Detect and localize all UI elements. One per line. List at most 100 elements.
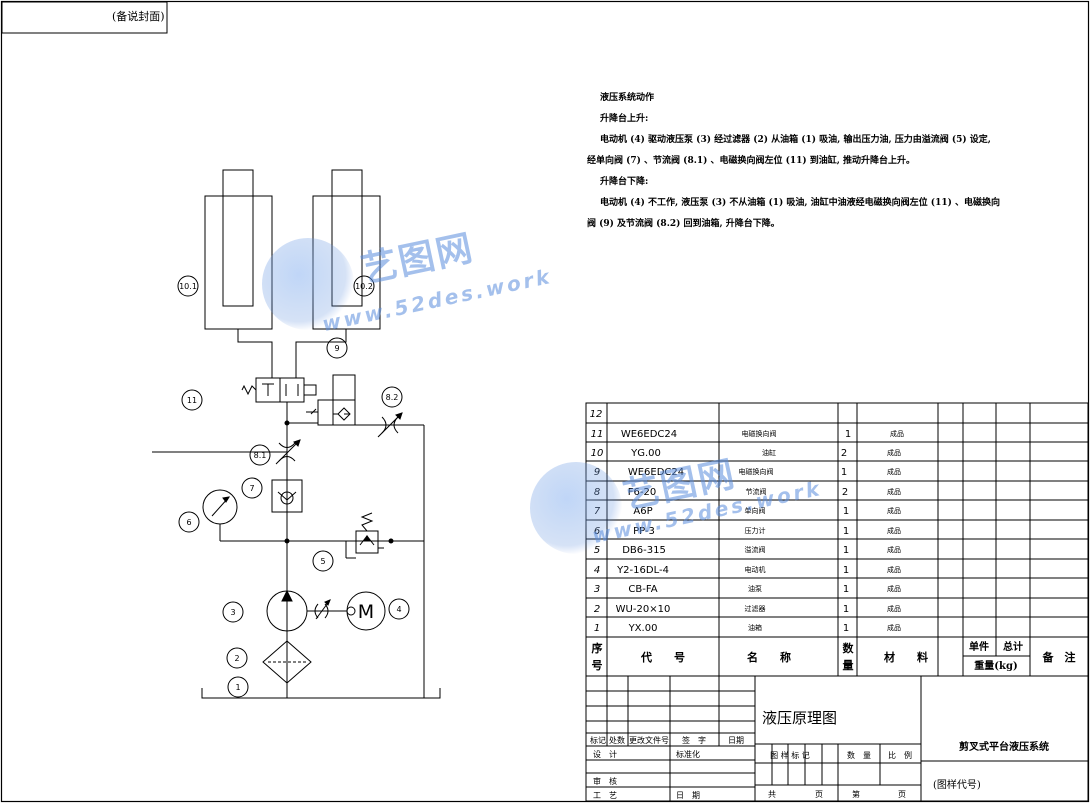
bom-code: WE6EDC24 — [621, 429, 677, 440]
bom-no: 9 — [594, 467, 600, 478]
bom-name: 压力计 — [745, 526, 766, 535]
rev-signature: 签 字 — [682, 735, 706, 745]
process-label: 工 艺 — [593, 791, 617, 800]
callout-10-2: 10.2 — [355, 282, 373, 291]
bom-material: 成品 — [887, 545, 901, 554]
bom-no: 7 — [594, 506, 601, 517]
design-label: 设 计 — [593, 749, 617, 759]
bom-material: 成品 — [887, 506, 901, 515]
bom-header-qty-a: 数 — [843, 641, 855, 655]
callout-5: 5 — [320, 557, 325, 566]
bom-header-total: 总计 — [1003, 640, 1023, 653]
bom-material: 成品 — [887, 467, 901, 476]
bom-name: 过滤器 — [745, 604, 766, 613]
filter-2 — [262, 640, 312, 684]
check-valve-7 — [271, 479, 303, 513]
tank-1 — [201, 688, 441, 699]
callout-8-2: 8.2 — [386, 393, 399, 402]
bom-name: 电动机 — [745, 565, 766, 574]
bom-header-material: 材 料 — [884, 650, 928, 664]
bom-material: 成品 — [887, 584, 901, 593]
rev-mark: 标记 — [590, 735, 606, 745]
throttle-8-1 — [275, 439, 301, 465]
rev-count: 处数 — [609, 735, 625, 745]
bom-header-weight: 重量(kg) — [974, 659, 1017, 672]
bom-row: 7 A6P 单向阀 1 成品 — [594, 506, 901, 517]
total-sheets-label: 共 — [768, 790, 776, 799]
rev-doc: 更改文件号 — [629, 735, 669, 745]
stage-mark-label: 图 样 标 记 — [770, 750, 810, 760]
sheet2-label: 页 — [898, 790, 906, 799]
bom-qty: 1 — [845, 429, 851, 440]
bom-row: 6 PP-3 压力计 1 成品 — [594, 526, 901, 537]
bom-grid — [585, 402, 1089, 677]
bom-material: 成品 — [887, 526, 901, 535]
bom-code: Y2-16DL-4 — [616, 565, 669, 576]
callout-1: 1 — [235, 683, 240, 692]
drawing-code: (图样代号) — [933, 778, 981, 791]
bom-no: 6 — [594, 526, 600, 537]
product-name: 剪叉式平台液压系统 — [959, 740, 1049, 753]
bom-code: YG.00 — [630, 448, 661, 459]
bom-material: 成品 — [887, 565, 901, 574]
valve-9 — [306, 374, 356, 426]
bom-name: 溢流阀 — [745, 545, 766, 554]
callout-10-1: 10.1 — [179, 282, 197, 291]
bom-name: 节流阀 — [746, 487, 767, 496]
bom-qty: 1 — [843, 623, 849, 634]
title-block: 液压原理图 剪叉式平台液压系统 (图样代号) 标记 处数 更改文件号 签 字 日… — [590, 709, 1049, 800]
bom-row: 10 YG.00 油缸 2 成品 — [591, 448, 901, 459]
bom-row: 4 Y2-16DL-4 电动机 1 成品 — [594, 565, 901, 576]
sheet-no-label: 第 — [852, 789, 860, 799]
bom-qty: 2 — [841, 448, 847, 459]
cylinder-10-1 — [204, 169, 273, 330]
notes-up-line1: 电动机 (4) 驱动液压泵 (3) 经过滤器 (2) 从油箱 (1) 吸油, 输… — [600, 135, 991, 145]
bom-row: 11 WE6EDC24 电磁换向阀 1 成品 — [591, 429, 904, 440]
bom-row: 8 F6-20 节流阀 2 成品 — [594, 487, 901, 498]
bom-material: 成品 — [887, 487, 901, 496]
cylinder-10-2 — [312, 169, 381, 330]
bom-header-unit: 单件 — [969, 640, 989, 653]
bom-code: WE6EDC24 — [628, 467, 684, 478]
bom-row: 5 DB6-315 溢流阀 1 成品 — [594, 545, 901, 556]
bom-name: 油泵 — [748, 584, 762, 593]
bom-no: 8 — [594, 487, 600, 498]
bom-row: 9 WE6EDC24 电磁换向阀 1 成品 — [594, 467, 901, 478]
callout-3: 3 — [230, 608, 235, 617]
bom-code: DB6-315 — [622, 545, 666, 556]
drawing-name: 液压原理图 — [762, 709, 837, 727]
bom-no: 3 — [594, 584, 600, 595]
bom-qty: 2 — [842, 487, 848, 498]
bom-header-code: 代 号 — [640, 650, 685, 664]
review-label: 审 核 — [593, 776, 617, 786]
bom-header-no-b: 号 — [592, 659, 603, 672]
notes-title: 液压系统动作 — [600, 93, 655, 103]
bom-row: 1 YX.00 油箱 1 成品 — [594, 623, 901, 634]
pressure-gauge-6 — [202, 489, 238, 541]
bom-qty: 1 — [841, 467, 847, 478]
bom-code: PP-3 — [633, 526, 655, 537]
notes-down-line1: 电动机 (4) 不工作, 液压泵 (3) 不从油箱 (1) 吸油, 油缸中油液经… — [600, 198, 1000, 208]
bom-header-remark: 备 注 — [1042, 650, 1076, 664]
bom-row: 2 WU-20×10 过滤器 1 成品 — [594, 604, 901, 615]
notes-up-heading: 升降台上升: — [600, 114, 649, 124]
date2-label: 日 期 — [676, 791, 700, 800]
bom-no: 1 — [594, 623, 600, 634]
bom-rows: 1 2 11 WE6EDC24 电磁换向阀 1 成品 10 YG.00 油缸 2 … — [590, 409, 904, 634]
bom-no: 10 — [591, 448, 604, 459]
bom-header-no-a: 序 — [592, 641, 603, 655]
bom-header-qty-b: 量 — [843, 659, 854, 672]
corner-stamp-frame — [1, 1, 168, 34]
rev-date: 日期 — [728, 736, 744, 745]
callout-7: 7 — [249, 484, 254, 493]
bom-code: WU-20×10 — [616, 604, 671, 615]
notes-down-heading: 升降台下降: — [600, 177, 649, 187]
callout-8-1: 8.1 — [254, 451, 267, 460]
throttle-8-2 — [355, 412, 424, 438]
bom-name: 油缸 — [762, 448, 776, 457]
quantity-label: 数 量 — [847, 750, 871, 760]
motor-4 — [346, 591, 386, 631]
bom-code: YX.00 — [628, 623, 658, 634]
bom-no: 2 — [594, 604, 600, 615]
